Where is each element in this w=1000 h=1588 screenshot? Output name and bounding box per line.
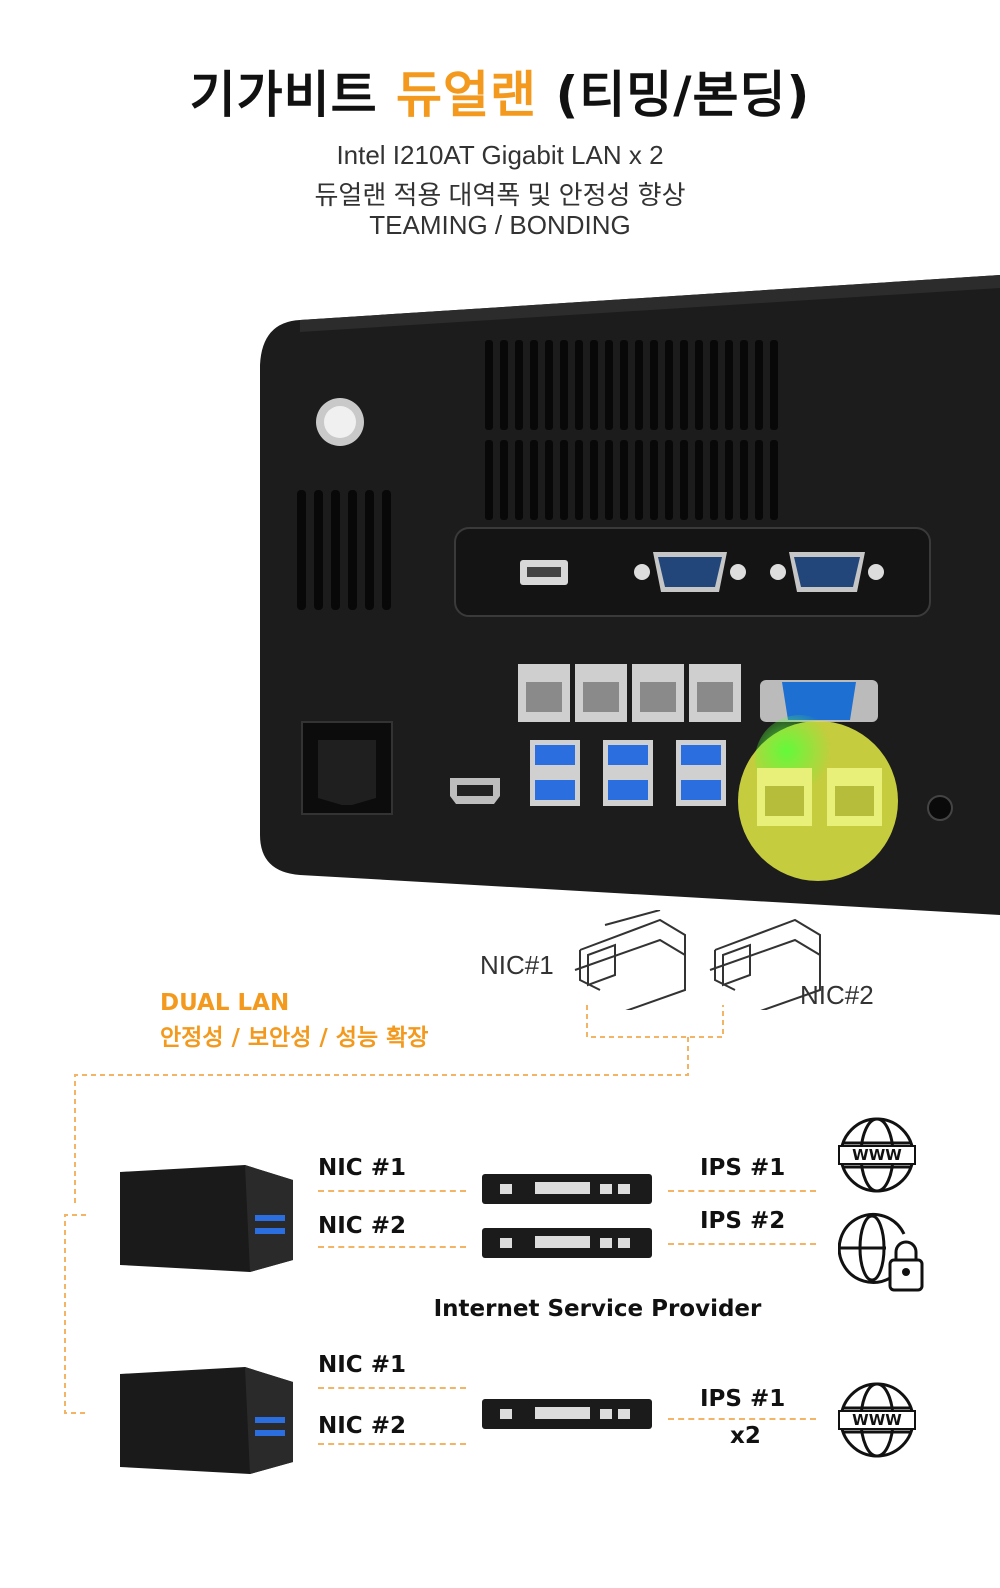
setup2-multiplier-label: x2 [730, 1423, 761, 1449]
setup2-ips1-label: IPS #1 [700, 1386, 786, 1412]
title-suffix: (티밍/본딩) [555, 66, 811, 124]
dual-lan-features: 안정성 / 보안성 / 성능 확장 [160, 1025, 429, 1051]
power-inlet-icon [301, 721, 393, 815]
top-vent-icon [485, 340, 778, 520]
mini-pc-icon [120, 1165, 293, 1272]
serial-port-icon [770, 552, 884, 592]
title-prefix: 기가비트 [189, 66, 378, 124]
rj45-connectors-icon [574, 910, 821, 1010]
page-title: 기가비트 듀얼랜 (티밍/본딩) [0, 55, 1000, 127]
dashed-connector-lines [64, 1005, 724, 1414]
globe-www-icon: WWW [838, 1382, 916, 1458]
setup1-ips1-label: IPS #1 [700, 1155, 786, 1181]
globe-www-icon: WWW [838, 1117, 916, 1193]
subtitle-line-3: TEAMING / BONDING [369, 210, 631, 240]
nic1-connector-label: NIC#1 [480, 950, 554, 980]
setup2-nic1-label: NIC #1 [318, 1352, 406, 1378]
nic2-connector-label: NIC#2 [800, 980, 874, 1010]
router-icon [482, 1174, 652, 1258]
dual-lan-port-icon [757, 768, 882, 826]
setup1-nic2-label: NIC #2 [318, 1213, 406, 1239]
subtitle-line-1: Intel I210AT Gigabit LAN x 2 [336, 140, 664, 170]
vga-port-icon [760, 680, 878, 722]
globe-www-text: WWW [852, 1411, 902, 1429]
serial-port-icon [634, 552, 746, 592]
subtitle-line-2: 듀얼랜 적용 대역폭 및 안정성 향상 [314, 180, 686, 210]
router-icon [482, 1399, 652, 1429]
side-vent-icon [297, 490, 391, 610]
dual-lan-title: DUAL LAN [160, 990, 290, 1016]
setup1-ips2-label: IPS #2 [700, 1208, 786, 1234]
device-back-panel [260, 275, 1000, 915]
isp-label: Internet Service Provider [433, 1296, 762, 1322]
secure-globe-lock-icon [838, 1212, 924, 1292]
usb-a-port-icon [520, 560, 568, 585]
audio-jack-icon [927, 795, 953, 821]
power-button-icon [316, 398, 364, 446]
mini-pc-icon [120, 1367, 293, 1474]
setup1-nic1-label: NIC #1 [318, 1155, 406, 1181]
setup2-nic2-label: NIC #2 [318, 1413, 406, 1439]
globe-www-text: WWW [852, 1146, 902, 1164]
title-highlight: 듀얼랜 [396, 66, 538, 124]
hdmi-port-icon [450, 778, 500, 804]
